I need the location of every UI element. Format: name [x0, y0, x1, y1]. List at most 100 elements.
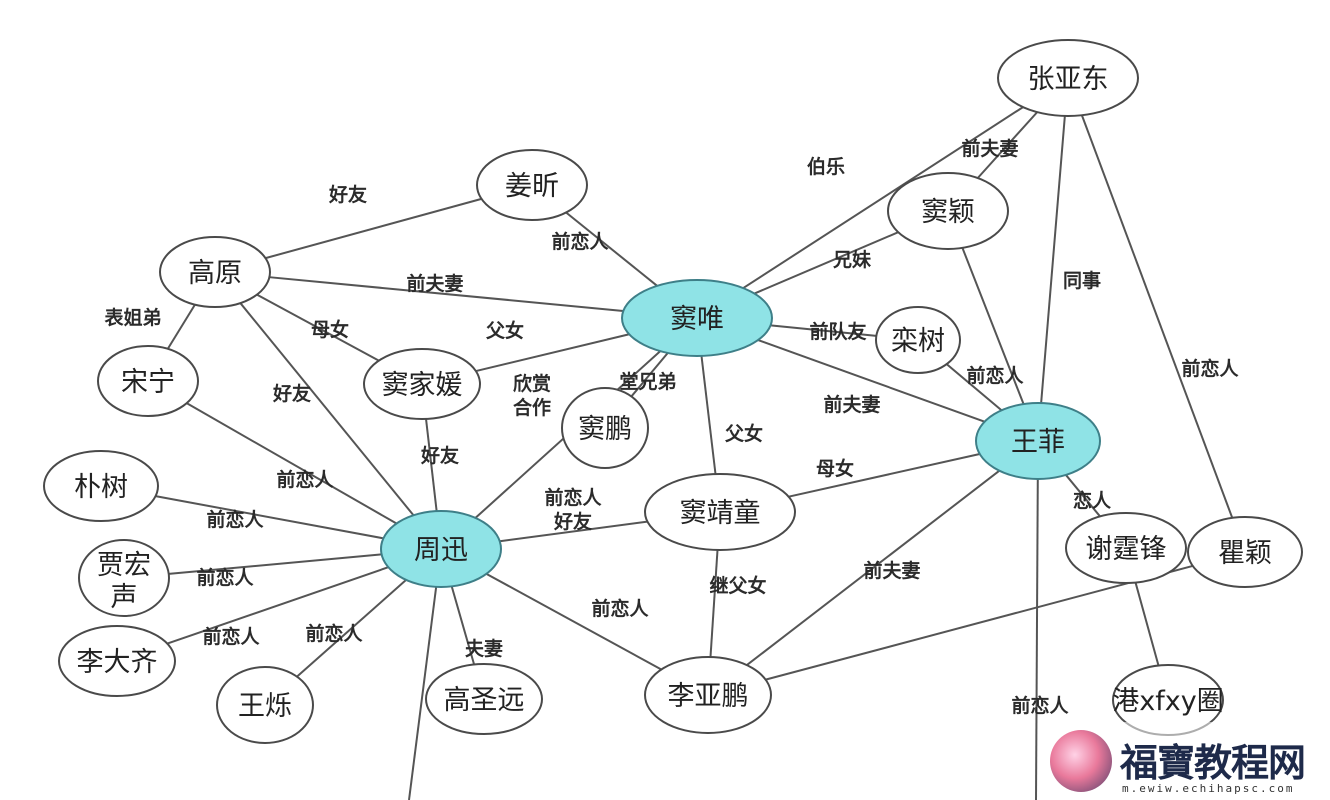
edge-label-wangfei-liyapeng: 前夫妻	[863, 559, 920, 582]
edge-label-songning-zhouxun: 前恋人	[276, 468, 334, 491]
node-shape-douying	[887, 172, 1009, 250]
node-shape-lidaqi	[58, 625, 176, 697]
node-gaoyuan: 高原	[159, 236, 271, 308]
node-label-doujiayuan: 窦家媛	[382, 370, 463, 401]
node-label-doujingtong: 窦靖童	[680, 498, 761, 529]
edge-wangfei-xietingfeng	[1065, 474, 1101, 518]
edge-gaoyuan-zhouxun	[239, 302, 415, 516]
edge-douwei-doupeng	[630, 352, 669, 398]
edge-gaoyuan-douwei	[269, 276, 624, 312]
node-shape-gaoshengyuan	[425, 663, 543, 735]
node-label-wangfei: 王菲	[1011, 427, 1065, 458]
edges-layer	[155, 106, 1234, 800]
edge-zhouxun-liyapeng	[485, 572, 662, 671]
edge-label-zhangyadong-douwei: 伯乐	[807, 155, 845, 178]
node-shape-luanshu	[875, 306, 961, 374]
node-gaoshengyuan: 高圣远	[425, 663, 543, 735]
edge-label-zhangyadong-quying: 前恋人	[1181, 357, 1239, 380]
edge-songning-zhouxun	[186, 402, 398, 525]
edge-label-gaoyuan-doujiayuan: 母女	[311, 318, 349, 341]
edge-gaoyuan-songning	[166, 304, 196, 350]
edge-label-douwei-luanshu: 前队友	[809, 320, 866, 343]
node-label-wangshuo: 王烁	[238, 691, 292, 722]
edge-zhangyadong-douying	[977, 111, 1038, 179]
node-label-lidaqi: 李大齐	[77, 647, 158, 678]
node-label-zhangyadong: 张亚东	[1028, 64, 1109, 95]
node-douwei: 窦唯	[621, 279, 773, 357]
node-luanshu: 栾树	[875, 306, 961, 374]
node-label-piaoshu: 朴树	[74, 472, 128, 503]
node-zhangyadong: 张亚东	[997, 39, 1139, 117]
edge-zhangyadong-wangfei	[1040, 115, 1066, 404]
edge-piaoshu-zhouxun	[155, 495, 384, 540]
watermark-title: 福寶教程网	[1120, 741, 1306, 785]
node-lidaqi: 李大齐	[58, 625, 176, 697]
node-label-doupeng: 窦鹏	[578, 414, 632, 445]
edge-label-gonghongsheng-zhouxun: 前恋人	[196, 566, 254, 589]
edge-label-luanshu-wangfei: 前恋人	[966, 364, 1024, 387]
edge-douwei-doujingtong	[700, 355, 717, 475]
node-label-gaoyuan: 高原	[188, 258, 242, 289]
node-doujingtong: 窦靖童	[644, 473, 796, 551]
node-shape-piaoshu	[43, 450, 159, 522]
node-shape-wangfei	[975, 402, 1101, 480]
edge-label-wangfei-offscreen_bottom: 前恋人	[1011, 694, 1069, 717]
edge-label-doujiayuan-zhouxun: 好友	[420, 444, 459, 467]
node-gonghongsheng: 贾宏声	[78, 539, 170, 617]
node-shape-gonghongsheng	[78, 539, 170, 617]
node-label-jiangxin: 姜昕	[505, 171, 559, 202]
edge-label-zhouxun-liyapeng: 前恋人	[591, 597, 649, 620]
edge-labels-layer: 好友前恋人伯乐前夫妻同事前恋人兄妹前夫妻母女表姐弟好友父女前队友欣赏合作堂兄弟父…	[104, 137, 1239, 717]
node-liyapeng: 李亚鹏	[644, 656, 772, 734]
edge-label-lidaqi-zhouxun: 前恋人	[202, 625, 260, 648]
node-shape-doujiayuan	[363, 348, 481, 420]
node-label-xietingfeng: 谢霆锋	[1086, 534, 1167, 565]
edge-label-douwei-wangfei: 前夫妻	[823, 393, 880, 416]
node-label-zhouxun: 周迅	[414, 535, 468, 566]
edge-label-jiangxin-gaoyuan: 好友	[328, 183, 367, 206]
edge-label-douwei-doujiayuan: 父女	[485, 319, 524, 342]
edge-doujingtong-liyapeng	[709, 549, 719, 658]
node-shape-xietingfeng	[1065, 512, 1187, 584]
node-quying: 瞿颖	[1187, 516, 1303, 588]
edge-gonghongsheng-zhouxun	[168, 553, 382, 575]
node-douying: 窦颖	[887, 172, 1009, 250]
node-shape-douwei	[621, 279, 773, 357]
edge-doujiayuan-zhouxun	[425, 418, 438, 512]
node-wangshuo: 王烁	[216, 666, 314, 744]
node-jiangxin: 姜昕	[476, 149, 588, 221]
edge-douwei-doujiayuan	[475, 333, 630, 373]
node-label-liyapeng: 李亚鹏	[668, 681, 749, 712]
edge-label-piaoshu-zhouxun: 前恋人	[206, 508, 264, 531]
edge-zhouxun-doujingtong	[499, 520, 648, 543]
edge-label-zhouxun-gaoshengyuan: 夫妻	[465, 637, 503, 660]
edge-label-doujingtong-liyapeng: 继父女	[709, 574, 766, 597]
edge-label-wangshuo-zhouxun: 前恋人	[305, 622, 363, 645]
edge-zhouxun-gaoshengyuan	[450, 586, 476, 665]
node-shape-gaoyuan	[159, 236, 271, 308]
node-label-gonghongsheng: 贾宏声	[97, 550, 151, 613]
edge-lidaqi-zhouxun	[167, 566, 389, 645]
edge-zhangyadong-douwei	[742, 106, 1024, 289]
node-shape-liyapeng	[644, 656, 772, 734]
node-label-luanshu: 栾树	[891, 326, 945, 357]
watermark-url: m.ewiw.echihapsc.com	[1122, 782, 1295, 795]
edge-douwei-wangfei	[757, 339, 985, 423]
node-shape-wangshuo	[216, 666, 314, 744]
edge-zhouxun-offscreen_bottom	[408, 586, 438, 800]
edge-douying-wangfei	[961, 247, 1025, 405]
edge-wangfei-offscreen_bottom	[1035, 478, 1039, 800]
node-label-gaoshengyuan: 高圣远	[444, 685, 525, 716]
node-shape-quying	[1187, 516, 1303, 588]
edge-label-wangfei-doujingtong: 母女	[816, 457, 854, 480]
edge-label-zhangyadong-douying: 前夫妻	[961, 137, 1018, 160]
node-xietingfeng: 谢霆锋	[1065, 512, 1187, 584]
edge-label-douwei-doupeng: 堂兄弟	[619, 370, 676, 393]
node-label-douwei: 窦唯	[670, 304, 724, 335]
node-shape-zhangyadong	[997, 39, 1139, 117]
edge-wangfei-liyapeng	[746, 469, 1000, 666]
node-label-songning: 宋宁	[121, 367, 175, 398]
node-shape-songning	[97, 345, 199, 417]
edge-label-douwei-zhouxun: 欣赏合作	[513, 372, 551, 419]
edge-label-zhouxun-doujingtong: 前恋人好友	[544, 486, 602, 533]
